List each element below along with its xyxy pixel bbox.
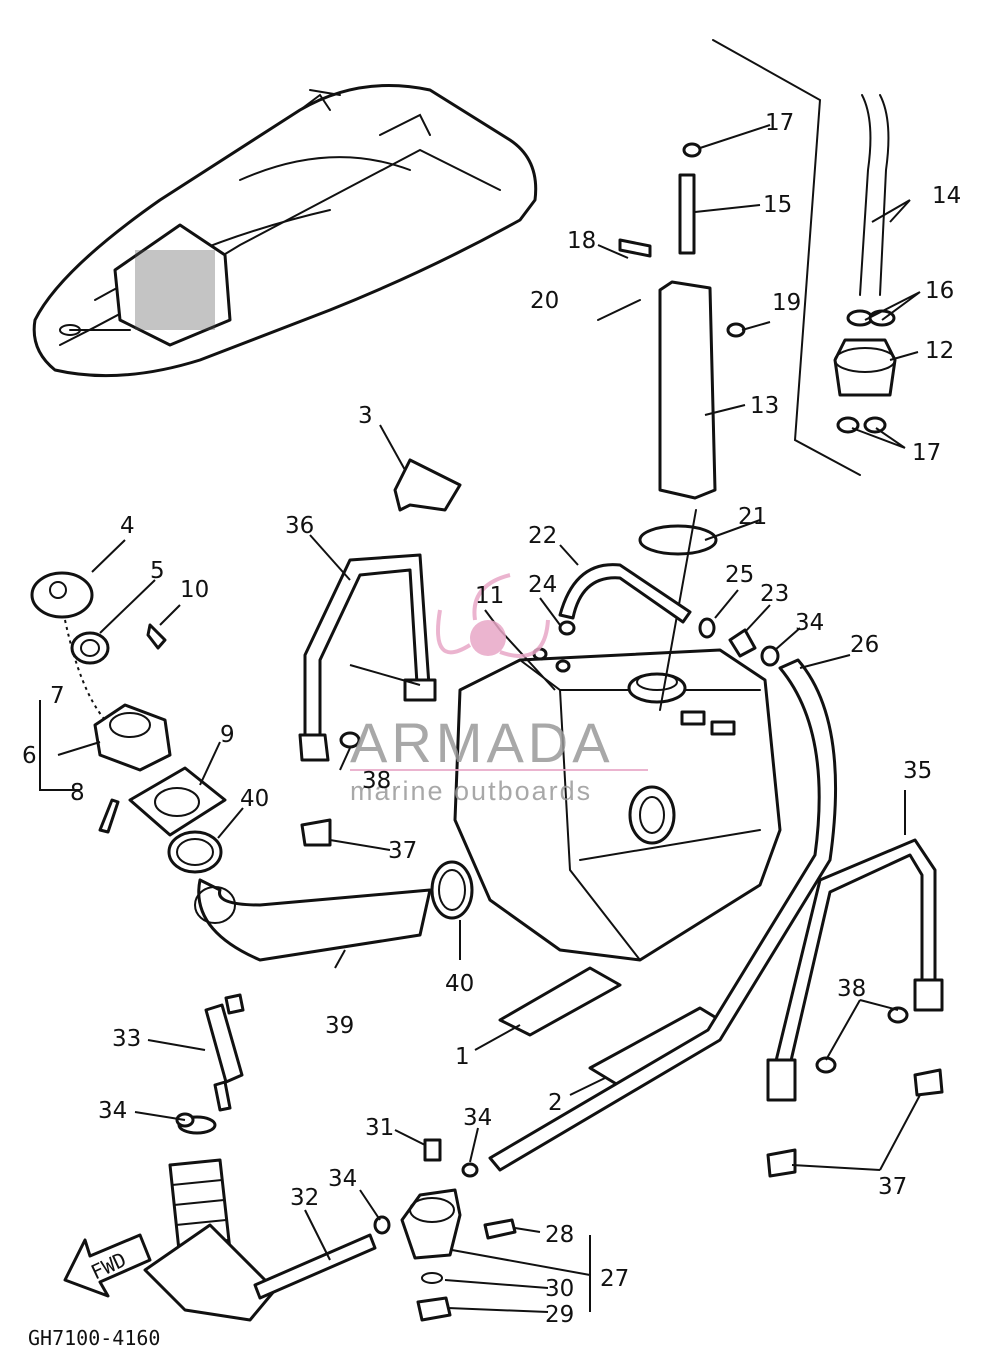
callout-36: 36 xyxy=(285,513,314,539)
callout-25: 25 xyxy=(725,562,754,588)
fasteners xyxy=(300,731,944,1178)
callout-8: 8 xyxy=(70,780,85,806)
watermark-brand: ARMADA xyxy=(350,711,614,774)
callout-17-right: 17 xyxy=(912,440,941,466)
callout-16: 16 xyxy=(925,278,954,304)
callout-33: 33 xyxy=(112,1026,141,1052)
tank-band-35 xyxy=(766,838,944,1102)
callout-11: 11 xyxy=(475,583,504,609)
hose-22 xyxy=(558,563,692,624)
filler-hose xyxy=(194,860,474,962)
fwd-arrow-icon: FWD xyxy=(63,1233,152,1298)
strainer-base xyxy=(143,1223,277,1322)
fuel-cap xyxy=(30,571,94,619)
sender-tube xyxy=(658,280,717,500)
mount-pad-1 xyxy=(498,966,622,1037)
callout-15: 15 xyxy=(763,192,792,218)
callout-17-top: 17 xyxy=(765,110,794,136)
watercraft-overview xyxy=(32,84,538,378)
fuel-gauge-sender xyxy=(712,39,897,476)
vent-tube xyxy=(678,173,696,255)
callout-labels: 1 2 3 4 5 6 7 8 9 10 11 12 13 14 15 16 1… xyxy=(22,110,961,1328)
callout-30: 30 xyxy=(545,1276,574,1302)
hose-26 xyxy=(488,658,838,1172)
diagram-code: GH7100-4160 xyxy=(28,1326,160,1350)
callout-37-right: 37 xyxy=(878,1174,907,1200)
callout-34-left: 34 xyxy=(98,1098,127,1124)
callout-7: 7 xyxy=(50,683,65,709)
callout-39: 39 xyxy=(325,1013,354,1039)
fuel-strainer xyxy=(143,1112,391,1322)
callout-35: 35 xyxy=(903,758,932,784)
callout-38-left: 38 xyxy=(362,768,391,794)
watermark: ARMADA marine outboards xyxy=(350,573,648,806)
watermark-tagline: marine outboards xyxy=(350,776,592,806)
fuel-filter-33 xyxy=(204,993,245,1112)
callout-29: 29 xyxy=(545,1302,574,1328)
callout-38-right: 38 xyxy=(837,976,866,1002)
tank-band-36 xyxy=(298,553,437,762)
callout-20: 20 xyxy=(530,288,559,314)
callout-3: 3 xyxy=(358,403,373,429)
callout-12: 12 xyxy=(925,338,954,364)
filler-inlet xyxy=(628,785,676,845)
callout-28: 28 xyxy=(545,1222,574,1248)
leader-lines xyxy=(39,124,921,1313)
callout-4: 4 xyxy=(120,513,135,539)
callout-10: 10 xyxy=(180,577,209,603)
callout-40-bottom: 40 xyxy=(445,971,474,997)
callout-9: 9 xyxy=(220,722,235,748)
callout-27: 27 xyxy=(600,1266,629,1292)
callout-19: 19 xyxy=(772,290,801,316)
callout-34-bottom: 34 xyxy=(328,1166,357,1192)
clip-pin xyxy=(98,798,120,834)
callout-32: 32 xyxy=(290,1185,319,1211)
callout-22: 22 xyxy=(528,523,557,549)
callout-37-left: 37 xyxy=(388,838,417,864)
filler-cap-assembly xyxy=(30,571,227,874)
fuel-tank xyxy=(453,648,782,962)
callout-40-left: 40 xyxy=(240,786,269,812)
callout-1: 1 xyxy=(455,1044,470,1070)
callout-18: 18 xyxy=(567,228,596,254)
armada-logo-icon xyxy=(436,573,550,658)
callout-31: 31 xyxy=(365,1115,394,1141)
screw xyxy=(146,623,167,650)
callout-13: 13 xyxy=(750,393,779,419)
callout-24: 24 xyxy=(528,572,557,598)
hose-32 xyxy=(253,1233,377,1300)
cap-gasket xyxy=(70,631,110,665)
callout-2: 2 xyxy=(548,1090,563,1116)
callout-34-valve: 34 xyxy=(795,610,824,636)
callout-21: 21 xyxy=(738,504,767,530)
filler-gasket xyxy=(128,766,227,837)
callout-5: 5 xyxy=(150,558,165,584)
bracket xyxy=(393,458,462,512)
fuel-sender-assembly xyxy=(597,142,746,711)
callout-26: 26 xyxy=(850,632,879,658)
callout-6: 6 xyxy=(22,743,37,769)
fuel-filter-27 xyxy=(400,1138,517,1322)
callout-34-filter: 34 xyxy=(463,1105,492,1131)
band-clamp xyxy=(638,524,718,556)
callout-23: 23 xyxy=(760,581,789,607)
callout-14: 14 xyxy=(932,183,961,209)
tank-outlet xyxy=(627,672,687,704)
